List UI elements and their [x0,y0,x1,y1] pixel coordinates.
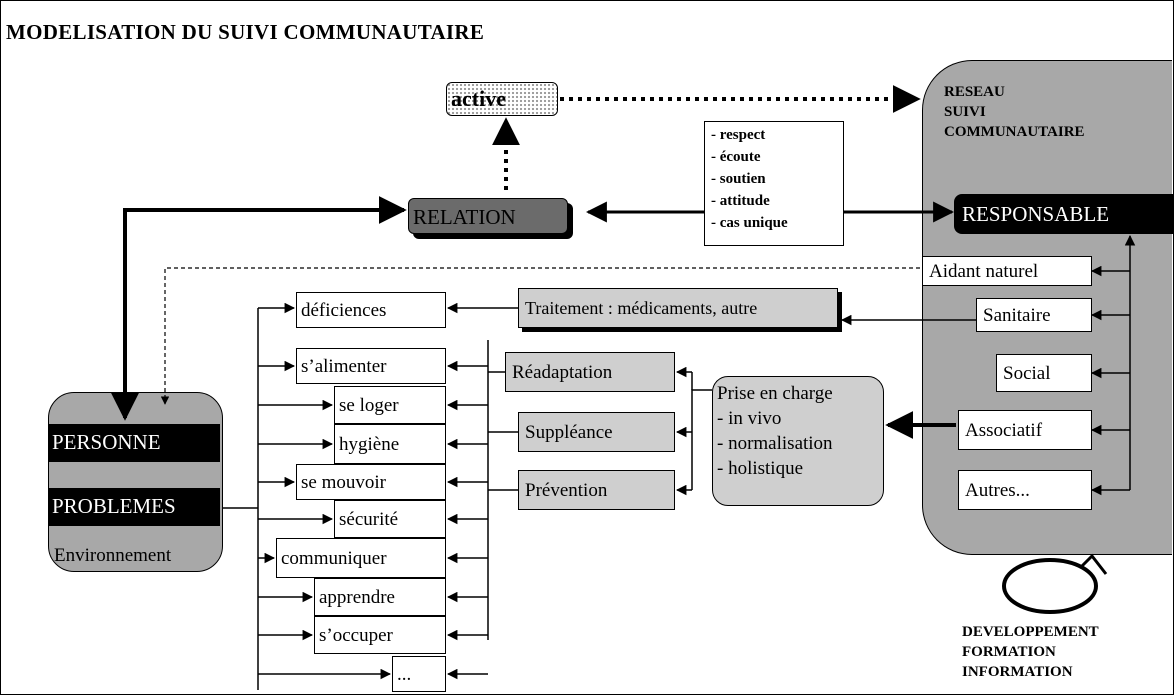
treatment-box: Traitement : médicaments, autre [518,288,838,328]
intervention-suppleance: Suppléance [518,412,675,452]
responsable-box: RESPONSABLE [954,194,1174,234]
need-securite: sécurité [334,500,446,538]
need-hygiene: hygiène [334,424,446,464]
need-deficiences: déficiences [296,292,446,328]
intervention-readaptation: Réadaptation [505,352,675,392]
need-s-alimenter: s’alimenter [296,348,446,384]
personne-bar: PERSONNE [48,424,220,462]
relation-box: RELATION [408,198,568,234]
actor-social: Social [996,354,1092,392]
attitudes-list: - respect - écoute - soutien - attitude … [704,121,844,246]
environnement-label: Environnement [54,545,172,566]
network-title-line: RESEAU [944,84,1005,100]
diagram-title: MODELISATION DU SUIVI COMMUNAUTAIRE [6,20,485,44]
prise-en-charge-box: Prise en charge - in vivo - normalisatio… [712,376,884,506]
footer-line: FORMATION [962,644,1056,660]
attitude-item: - cas unique [711,215,788,231]
attitude-item: - soutien [711,171,766,187]
need-communiquer: communiquer [276,538,446,578]
needs-tree-branches [258,302,392,680]
active-box: active [446,82,558,116]
attitude-item: - attitude [711,193,770,209]
attitude-item: - respect [711,127,766,143]
intervention-prevention: Prévention [518,470,675,510]
need-etc: ... [392,656,446,692]
problemes-bar: PROBLEMES [48,488,220,526]
aidant-to-personne-arrow [160,267,920,405]
actor-associatif: Associatif [958,410,1092,450]
needs-ticks [446,360,488,680]
prise-item: - normalisation [717,433,833,454]
prise-item: - in vivo [717,408,782,429]
need-se-loger: se loger [334,386,446,424]
prise-item: - holistique [717,458,804,479]
footer-line: DEVELOPPEMENT [962,624,1099,640]
network-title: RESEAU SUIVI COMMUNAUTAIRE [944,82,1085,142]
need-se-mouvoir: se mouvoir [296,464,446,500]
treatment-label: Traitement : médicaments, autre [525,298,758,318]
person-panel [48,392,223,572]
relation-to-personne-arrow [111,208,404,421]
prise-title: Prise en charge [717,383,833,404]
need-s-occuper: s’occuper [314,616,446,654]
network-title-line: COMMUNAUTAIRE [944,124,1085,140]
network-title-line: SUIVI [944,104,986,120]
footer-line: INFORMATION [962,664,1073,680]
prise-bus [691,389,712,490]
footer-text: DEVELOPPEMENT FORMATION INFORMATION [962,622,1099,682]
attitude-item: - écoute [711,149,761,165]
need-apprendre: apprendre [314,578,446,616]
cycle-icon [1002,553,1108,614]
